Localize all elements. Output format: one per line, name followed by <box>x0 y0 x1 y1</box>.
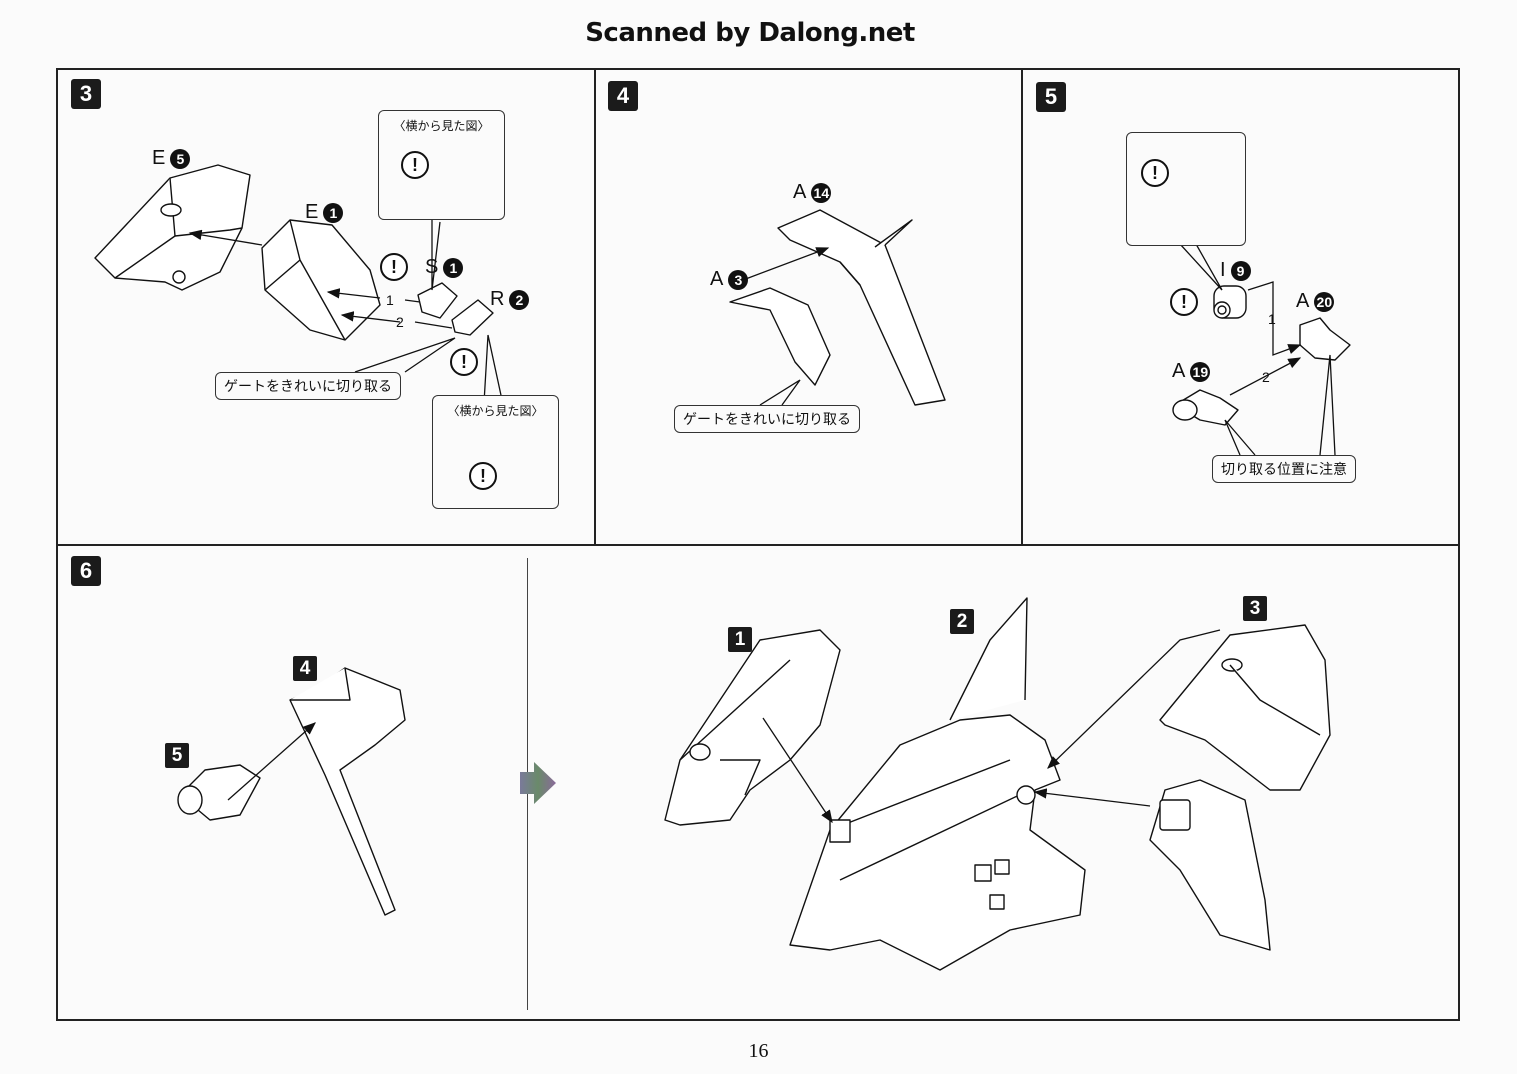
part-label-a14: A 14 <box>793 181 832 204</box>
part-label-a20: A 20 <box>1296 290 1335 313</box>
part-i9-drawing <box>1213 285 1247 319</box>
arrow-step2 <box>340 311 401 323</box>
part-number-badge: 1 <box>443 257 464 278</box>
part-number-badge: 14 <box>811 182 832 203</box>
part-letter: A <box>793 181 807 203</box>
side-view-inset-r2: 〈横から見た図〉 ! <box>432 395 559 509</box>
arrow-wing-to-2 <box>1033 788 1151 807</box>
part-label-s1: S 1 <box>425 256 464 279</box>
part-a20-drawing <box>1299 317 1351 361</box>
side-view-inset-s1: 〈横から見た図〉 ! <box>378 110 505 220</box>
part-number-badge: 5 <box>170 148 191 169</box>
step-5-number: 5 <box>1036 82 1066 112</box>
part-e1-drawing <box>261 219 381 341</box>
side-view-title: 〈横から見た図〉 <box>393 119 490 133</box>
watermark: Scanned by Dalong.net <box>585 18 915 48</box>
part-2-body-drawing <box>789 597 1086 971</box>
warning-icon: ! <box>1141 159 1169 187</box>
arrow-a19-to-a20 <box>1229 357 1302 396</box>
gate-note-callout: ゲートをきれいに切り取る <box>215 372 401 400</box>
step-3-number: 3 <box>71 79 101 109</box>
next-step-arrow-icon <box>520 762 556 804</box>
part-a19-drawing <box>1172 389 1239 426</box>
part-number-badge: 19 <box>1190 361 1211 382</box>
part-label-a19: A 19 <box>1172 360 1211 383</box>
part-letter: E <box>305 201 319 223</box>
warning-icon: ! <box>469 462 497 490</box>
part-letter: A <box>1172 360 1186 382</box>
part-label-e1: E 1 <box>305 201 344 224</box>
part-number-badge: 20 <box>1314 291 1335 312</box>
cut-position-note-callout: 切り取る位置に注意 <box>1212 455 1356 483</box>
part-step4-assembly-drawing <box>289 667 406 916</box>
side-view-title: 〈横から見た図〉 <box>447 404 544 418</box>
part-number-badge: 1 <box>323 202 344 223</box>
page-number: 16 <box>748 1040 769 1062</box>
arrow-i9-to-a20 <box>1247 281 1302 356</box>
warning-icon: ! <box>401 151 429 179</box>
part-r2-drawing <box>451 299 494 336</box>
part-letter: A <box>1296 290 1310 312</box>
gate-note-callout: ゲートをきれいに切り取る <box>674 405 860 433</box>
part-label-r2: R 2 <box>490 288 530 311</box>
part-letter: S <box>425 256 439 278</box>
subassembly-2-label: 2 <box>950 609 974 634</box>
part-label-a3: A 3 <box>710 268 749 291</box>
row-divider <box>56 544 1460 546</box>
part-number-badge: 3 <box>728 269 749 290</box>
fan-detail-inset: ! <box>1126 132 1246 246</box>
order-marker-1: 1 <box>1268 311 1276 327</box>
subassembly-4-label: 4 <box>293 656 317 681</box>
step-4-number: 4 <box>608 81 638 111</box>
part-number-badge: 9 <box>1230 260 1251 281</box>
arrow-a3-to-a14 <box>742 247 830 281</box>
warning-icon: ! <box>1170 288 1198 316</box>
arrow-5-to-4 <box>227 722 316 801</box>
arrow-e1-to-e5 <box>188 229 263 246</box>
part-1-nose-drawing <box>664 629 841 826</box>
part-letter: A <box>710 268 724 290</box>
col-divider-3-4 <box>594 68 596 545</box>
part-a3-drawing <box>729 287 831 386</box>
part-letter: E <box>152 147 166 169</box>
order-marker-2: 2 <box>396 314 404 330</box>
part-s1-drawing <box>417 282 458 319</box>
arrow-step1 <box>326 288 381 299</box>
arrow-3-to-2 <box>1047 629 1221 769</box>
warning-icon: ! <box>450 348 478 376</box>
col-divider-4-5 <box>1021 68 1023 545</box>
part-label-i9: I 9 <box>1220 259 1251 282</box>
part-e5-drawing <box>94 164 251 291</box>
part-number-badge: 2 <box>509 289 530 310</box>
subassembly-3-label: 3 <box>1243 596 1267 621</box>
part-step5-assembly-drawing <box>177 764 261 821</box>
part-letter: I <box>1220 259 1226 281</box>
order-marker-1: 1 <box>386 292 394 308</box>
subassembly-5-label: 5 <box>165 743 189 768</box>
part-3-drawing <box>1159 624 1331 791</box>
arrow-1-to-2 <box>762 717 833 824</box>
part-label-e5: E 5 <box>152 147 191 170</box>
subassembly-1-label: 1 <box>728 627 752 652</box>
part-letter: R <box>490 288 505 310</box>
part-a14-drawing <box>777 209 946 406</box>
warning-icon: ! <box>380 253 408 281</box>
order-marker-2: 2 <box>1262 369 1270 385</box>
step-6-number: 6 <box>71 556 101 586</box>
part-wing-drawing <box>1149 779 1271 951</box>
